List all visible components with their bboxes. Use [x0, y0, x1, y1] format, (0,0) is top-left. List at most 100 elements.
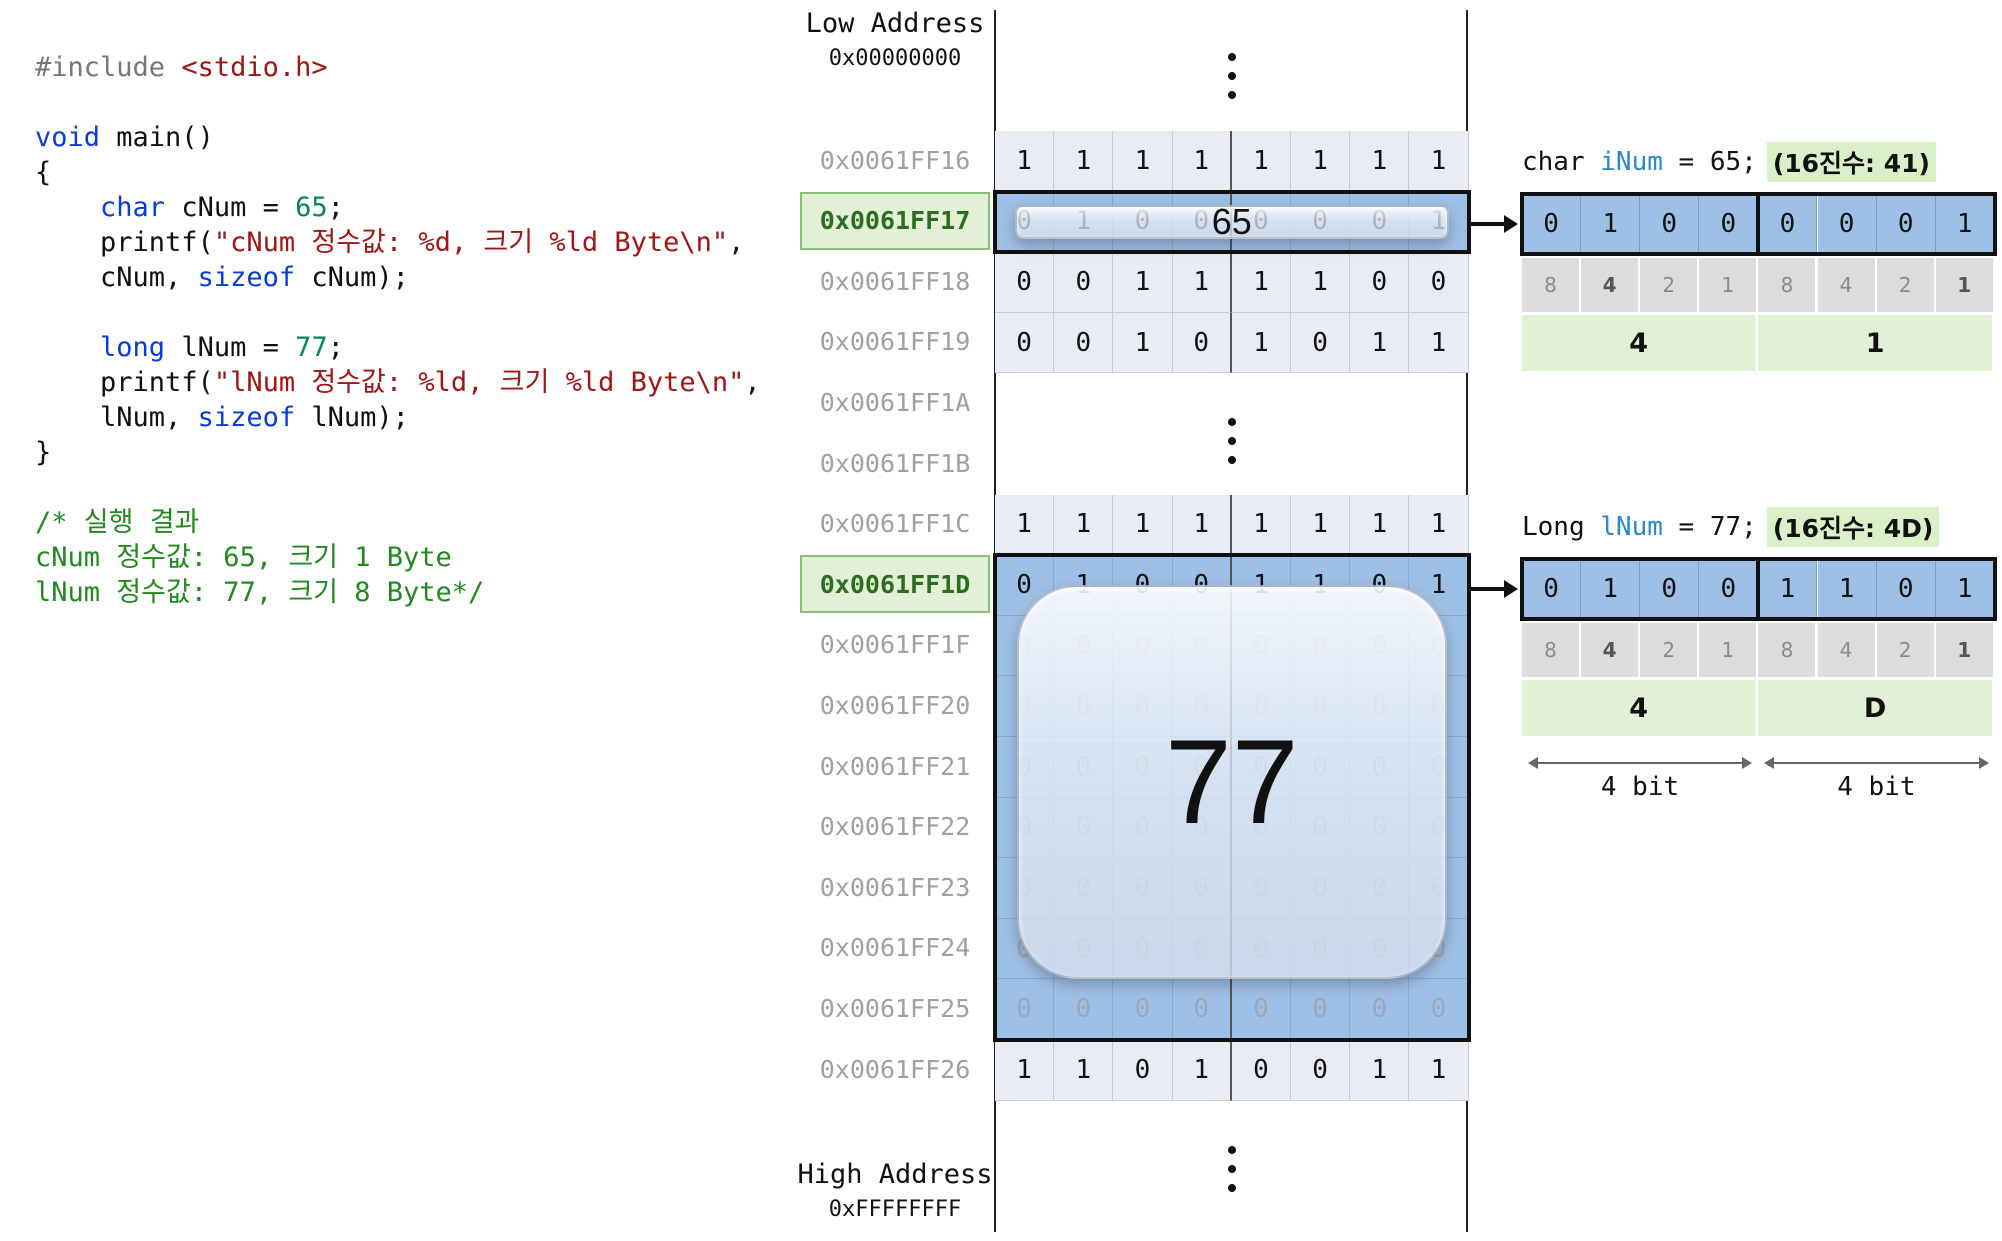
code-token: sizeof — [197, 262, 296, 293]
code-line: cNum, sizeof cNum); — [35, 260, 761, 295]
code-line: printf("lNum 정수값: %ld, 크기 %ld Byte\n", — [35, 365, 761, 400]
memory-bit-cell: 1 — [1172, 131, 1232, 192]
code-token: } — [35, 437, 52, 468]
address-label: 0x0061FF19 — [819, 327, 971, 357]
memory-bit-cell: 1 — [1054, 494, 1114, 556]
bit-weight-cell: 1 — [1935, 623, 1995, 677]
code-token: printf( — [35, 367, 214, 398]
memory-bit-cell: 1 — [1231, 494, 1291, 556]
bit-width-line — [1536, 762, 1745, 764]
binary-bit-cell: 0 — [1522, 559, 1582, 619]
declaration-line: Long lNum = 77;(16진수: 4D) — [1522, 505, 1940, 549]
low-address-label: Low Address — [805, 8, 985, 39]
ellipsis-dot — [1228, 91, 1236, 99]
binary-bit-cell: 0 — [1640, 194, 1700, 254]
high-address-value: 0xFFFFFFFF — [828, 1197, 962, 1222]
hex-digit-cell: 4 — [1522, 315, 1756, 371]
code-token: ; — [327, 332, 344, 363]
address-label: 0x0061FF22 — [819, 812, 971, 842]
code-line: { — [35, 155, 761, 190]
declaration-type: Long — [1522, 512, 1585, 542]
bit-width-line — [1772, 762, 1981, 764]
memory-bit-cell: 0 — [1291, 312, 1351, 374]
code-token: cNum, — [35, 262, 198, 293]
memory-bit-cell: 1 — [1409, 1040, 1469, 1101]
declaration-rest: = 77; — [1662, 512, 1757, 542]
mapping-arrow-line — [1470, 587, 1506, 591]
low-nibble-box — [1756, 192, 1997, 256]
ellipsis-dot — [1228, 72, 1236, 80]
memory-bit-cell: 0 — [995, 312, 1055, 374]
high-address-label: High Address — [797, 1159, 993, 1190]
code-token — [35, 192, 100, 223]
binary-bit-cell: 0 — [1817, 194, 1877, 254]
memory-bit-cell: 1 — [1113, 494, 1173, 556]
hex-badge: (16진수: 4D) — [1766, 507, 1940, 547]
bit-weight-cell: 1 — [1699, 623, 1759, 677]
memory-bit-cell: 1 — [1409, 131, 1469, 192]
memory-bit-cell: 1 — [995, 131, 1055, 192]
code-token: sizeof — [197, 402, 296, 433]
code-line: printf("cNum 정수값: %d, 크기 %ld Byte\n", — [35, 225, 761, 260]
code-token: char — [100, 192, 166, 223]
ellipsis-dot — [1228, 1165, 1236, 1173]
code-token: lNum = — [165, 332, 296, 363]
address-label: 0x0061FF25 — [819, 993, 971, 1023]
memory-bit-cell: 1 — [1231, 131, 1291, 192]
bit-weight-cell: 1 — [1699, 258, 1759, 312]
binary-bit-cell: 0 — [1876, 194, 1936, 254]
binary-bit-cell: 1 — [1817, 559, 1877, 619]
memory-bit-cell: 1 — [995, 494, 1055, 556]
memory-bit-cell: 1 — [1350, 494, 1410, 556]
mapping-arrow-head — [1504, 215, 1518, 233]
memory-bit-cell: 1 — [1409, 312, 1469, 374]
hex-badge: (16진수: 41) — [1766, 142, 1936, 182]
memory-bit-cell: 0 — [1231, 979, 1291, 1040]
bit-width-arrow-left — [1528, 757, 1538, 769]
memory-bit-cell: 1 — [1172, 1040, 1232, 1101]
memory-bit-cell: 1 — [1054, 1040, 1114, 1101]
ellipsis-dot — [1228, 53, 1236, 61]
code-token: lNum); — [295, 402, 409, 433]
memory-bit-cell: 1 — [1054, 131, 1114, 192]
code-token: /* 실행 결과 — [35, 507, 200, 538]
bit-weight-cell: 1 — [1935, 258, 1995, 312]
code-token: , — [728, 227, 745, 258]
code-token: long — [100, 332, 166, 363]
address-label: 0x0061FF1A — [819, 387, 971, 417]
code-line — [35, 295, 761, 330]
declaration-rest: = 65; — [1662, 147, 1757, 177]
memory-bit-cell: 1 — [1231, 312, 1291, 374]
bit-weight-cell: 4 — [1581, 258, 1641, 312]
code-line: lNum, sizeof lNum); — [35, 400, 761, 435]
bit-weight-cell: 8 — [1758, 623, 1818, 677]
memory-bit-cell: 1 — [1350, 312, 1410, 374]
memory-bit-cell: 0 — [1172, 979, 1232, 1040]
memory-bit-cell: 0 — [1113, 979, 1173, 1040]
high-nibble-box — [1520, 192, 1761, 256]
code-line: lNum 정수값: 77, 크기 8 Byte*/ — [35, 575, 761, 610]
declaration-line: char iNum = 65;(16진수: 41) — [1522, 140, 1936, 184]
ellipsis-dot — [1228, 418, 1236, 426]
code-line: #include <stdio.h> — [35, 50, 761, 85]
code-token: "cNum 정수값: %d, 크기 %ld Byte\n" — [213, 227, 729, 258]
code-token: 77 — [295, 332, 328, 363]
address-label: 0x0061FF1F — [819, 630, 971, 660]
binary-bit-cell: 1 — [1581, 559, 1641, 619]
declaration-type: char — [1522, 147, 1585, 177]
memory-bit-cell: 0 — [1350, 979, 1410, 1040]
code-line: cNum 정수값: 65, 크기 1 Byte — [35, 540, 761, 575]
bit-width-arrow-right — [1742, 757, 1753, 769]
code-token: main() — [100, 122, 214, 153]
address-label: 0x0061FF18 — [819, 266, 971, 296]
memory-bit-cell: 1 — [1350, 1040, 1410, 1101]
memory-bit-cell: 0 — [995, 252, 1055, 313]
address-label: 0x0061FF24 — [819, 933, 971, 963]
binary-bit-cell: 0 — [1640, 559, 1700, 619]
memory-bit-cell: 0 — [995, 979, 1055, 1040]
code-line: long lNum = 77; — [35, 330, 761, 365]
memory-bit-cell: 0 — [1172, 312, 1232, 374]
bit-weight-cell: 4 — [1817, 258, 1877, 312]
ellipsis-dot — [1228, 437, 1236, 445]
address-label: 0x0061FF20 — [819, 690, 971, 720]
